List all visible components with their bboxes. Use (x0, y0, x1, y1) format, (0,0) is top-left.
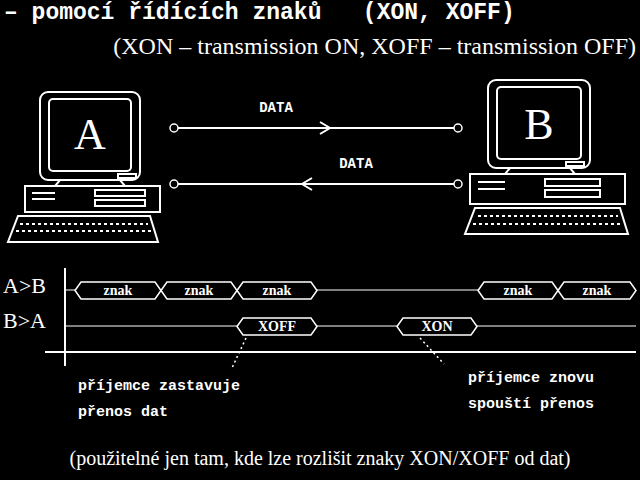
signal-text: XOFF (258, 319, 296, 335)
title: – pomocí řídících znaků (XON, XOFF) (4, 0, 515, 26)
signal-text: XON (421, 319, 452, 335)
caption: (použitelné jen tam, kde lze rozlišit zn… (70, 447, 571, 470)
computer-a (8, 92, 160, 242)
screen-letter: A (74, 113, 106, 157)
leader-line (420, 338, 444, 364)
signal-symbol: znak (236, 281, 318, 300)
signal-symbol: znak (477, 281, 559, 300)
signal-symbol: XON (396, 317, 478, 336)
signal-text: znak (263, 283, 292, 299)
edge-label: DATA (337, 156, 375, 172)
subtitle: (XON – transmission ON, XOFF – transmiss… (113, 33, 636, 60)
signal-text: znak (504, 283, 533, 299)
data-connector (170, 178, 462, 190)
signal-text: znak (583, 283, 612, 299)
signal-text: znak (104, 283, 133, 299)
signal-name: A>B (3, 273, 46, 299)
computer-node: A (8, 86, 170, 244)
signal-symbol: znak (74, 281, 162, 300)
computer-node: B (462, 78, 634, 236)
signal-symbol: znak (160, 281, 238, 300)
signal-symbol: znak (557, 281, 637, 300)
annotation: příjemce znovu spouští přenos (468, 366, 640, 418)
signal-name: B>A (3, 308, 46, 334)
leader-line (232, 338, 246, 368)
data-connector (170, 122, 462, 134)
annotation: příjemce zastavuje přenos dat (78, 374, 268, 426)
signal-symbol: XOFF (236, 317, 318, 336)
computer-b (465, 80, 628, 234)
screen-letter: B (524, 103, 553, 147)
signal-text: znak (185, 283, 214, 299)
edge-label: DATA (257, 100, 295, 116)
timing-axes (45, 268, 636, 366)
